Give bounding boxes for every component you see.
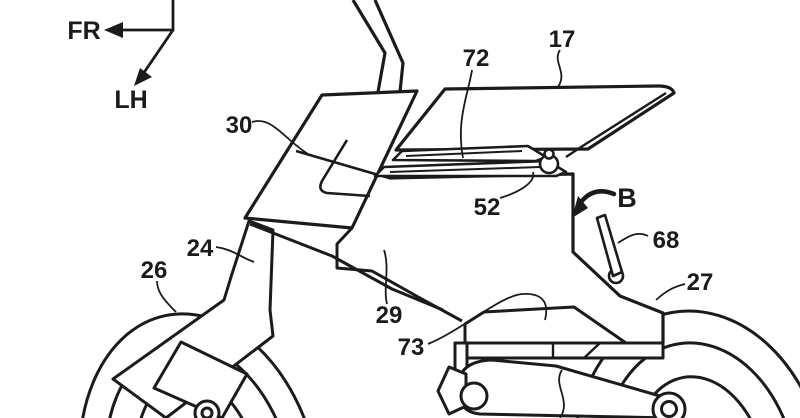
axis-label-lh: LH — [114, 86, 147, 114]
leader-17 — [556, 49, 563, 88]
labels: FR LH B 17 72 30 52 68 24 26 27 29 73 — [67, 17, 713, 361]
lh-arrowhead — [134, 68, 152, 86]
handlebar-stem — [351, 0, 405, 93]
front-fork — [111, 219, 275, 418]
pivot-bolt — [459, 381, 489, 411]
ref-label-72: 72 — [463, 45, 490, 72]
ref-label-30: 30 — [226, 112, 253, 139]
rear-wheel — [572, 309, 800, 418]
swingarm — [436, 358, 687, 418]
cutoff-leader — [558, 369, 565, 418]
floor-frame — [249, 222, 463, 323]
leader-68 — [617, 232, 649, 244]
seat-edge-band — [565, 91, 667, 158]
fork-slider — [152, 340, 249, 418]
ref-label-29: 29 — [376, 302, 403, 329]
leader-72 — [459, 69, 473, 159]
leader-52 — [499, 171, 535, 199]
ref-label-27: 27 — [687, 269, 714, 296]
ref-label-73: 73 — [398, 334, 425, 361]
axis-label-fr: FR — [67, 17, 100, 45]
side-stand — [595, 213, 625, 285]
frame-top-diagonal — [295, 149, 390, 180]
seat — [394, 84, 676, 158]
section-arrow-b — [572, 189, 617, 218]
ref-label-52: 52 — [474, 194, 501, 221]
swingarm-bracket — [436, 365, 468, 416]
leader-lines — [156, 49, 686, 345]
view-label-b: B — [617, 183, 637, 213]
front-cover — [243, 89, 419, 230]
fr-arrowhead — [104, 22, 123, 38]
ref-label-26: 26 — [141, 257, 168, 284]
leader-24 — [215, 246, 255, 263]
leader-30 — [251, 120, 309, 155]
leader-73 — [427, 293, 548, 345]
seat-slide-rails — [373, 144, 568, 178]
leader-26 — [156, 280, 177, 313]
leader-29 — [383, 249, 388, 305]
ref-label-17: 17 — [549, 26, 576, 53]
inner-panel — [319, 139, 371, 198]
orientation-arrows — [104, 0, 175, 86]
leader-27 — [655, 283, 686, 301]
ref-label-24: 24 — [187, 235, 214, 262]
ref-label-68: 68 — [653, 227, 680, 254]
